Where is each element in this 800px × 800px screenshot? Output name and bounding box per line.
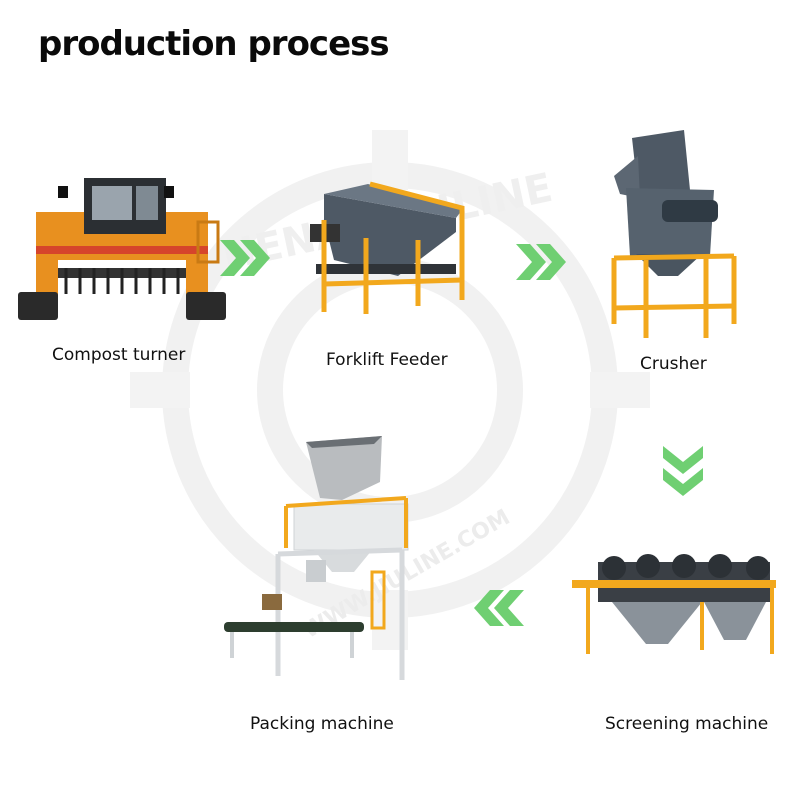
page-title: production process <box>38 24 390 64</box>
arrow-right-icon <box>220 240 270 276</box>
screening-machine-image <box>572 554 776 654</box>
compost-turner-image <box>18 178 226 320</box>
step-label-forklift-feeder: Forklift Feeder <box>326 350 448 370</box>
crusher-image <box>611 130 737 338</box>
step-label-crusher: Crusher <box>640 354 707 374</box>
packing-machine-image <box>224 436 409 680</box>
forklift-feeder-image <box>310 181 465 314</box>
arrow-right-icon <box>516 244 566 280</box>
step-label-screening-machine: Screening machine <box>605 714 769 734</box>
step-label-compost-turner: Compost turner <box>52 345 186 365</box>
arrow-down-icon <box>663 446 703 496</box>
step-label-packing-machine: Packing machine <box>250 714 394 734</box>
arrow-left-icon <box>474 590 524 626</box>
